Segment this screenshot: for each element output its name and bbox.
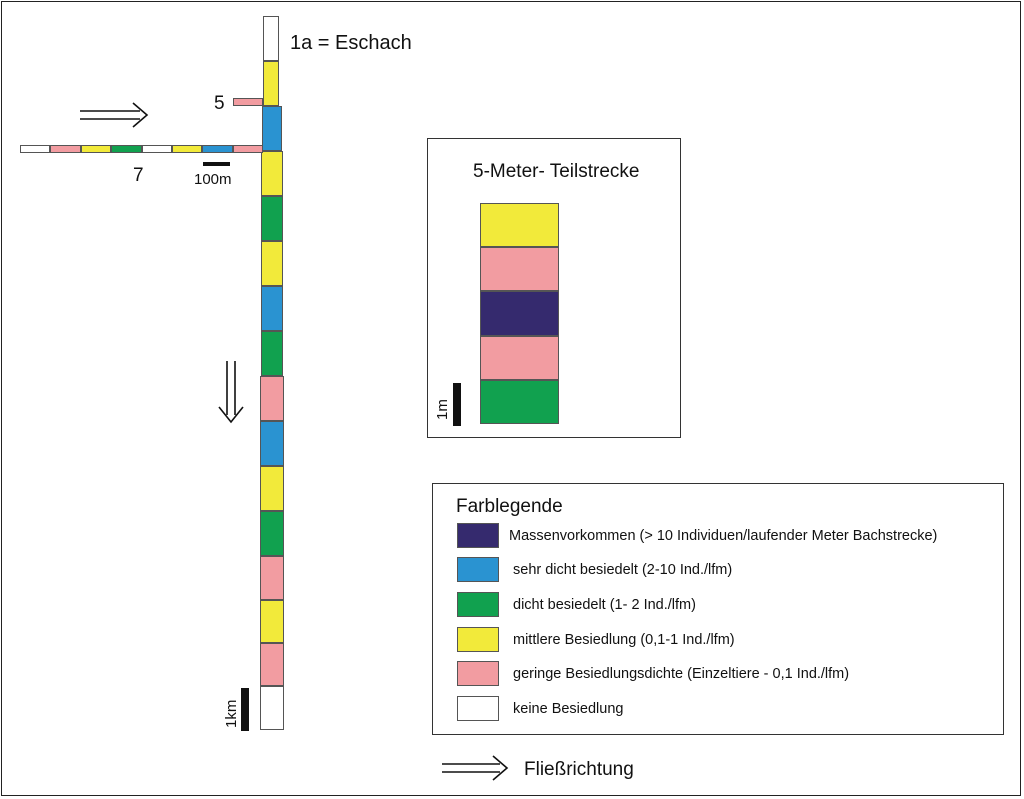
legend-swatch [457,557,499,582]
tributary-7-segment [111,145,142,153]
tributary-7-segment [20,145,51,153]
tributary-7-label: 7 [133,165,144,186]
main-stream-segment [260,466,284,511]
main-stream-segment [260,511,284,556]
tributary-5-label: 5 [214,93,225,114]
legend-swatch [457,592,499,617]
scale-bar-100m [203,162,230,166]
main-stream-segment [263,16,279,61]
legend-arrow-right-icon [442,755,509,781]
main-stream-segment [260,556,284,600]
legend-label: sehr dicht besiedelt (2-10 Ind./lfm) [513,562,733,578]
scale-bar-1m [453,383,461,426]
detail-segment [480,379,559,424]
arrow-right-icon [80,102,149,128]
main-stream-segment [262,106,282,151]
scale-label-1m: 1m [434,399,451,420]
tributary-7-segment [172,145,203,153]
flow-direction-label: Fließrichtung [524,759,634,780]
main-stream-segment [260,686,284,730]
main-stream-segment [260,643,284,686]
main-stream-label: 1a = Eschach [290,32,412,54]
main-stream-segment [260,600,284,643]
legend-label: keine Besiedlung [513,701,624,717]
tributary-5-segment [233,98,263,106]
main-stream-segment [263,61,279,106]
main-stream-segment [261,196,283,241]
arrow-down-icon [218,361,244,424]
detail-segment [480,291,559,336]
tributary-7-segment [80,145,112,153]
legend-label: dicht besiedelt (1- 2 Ind./lfm) [513,597,696,613]
detail-title: 5-Meter- Teilstrecke [473,161,640,182]
legend-swatch [457,661,499,686]
legend-label: Massenvorkommen (> 10 Individuen/laufend… [509,528,938,544]
main-stream-segment [260,421,284,466]
legend-swatch [457,627,499,652]
detail-segment [480,335,559,380]
main-stream-segment [261,241,283,286]
main-stream-segment [260,376,284,421]
main-stream-segment [261,151,283,196]
main-stream-segment [261,286,283,331]
legend-swatch [457,696,499,721]
legend-title: Farblegende [456,496,563,517]
scale-bar-1km [241,688,249,731]
legend-label: mittlere Besiedlung (0,1-1 Ind./lfm) [513,632,735,648]
detail-segment [480,203,559,248]
legend-label: geringe Besiedlungsdichte (Einzeltiere -… [513,666,850,682]
tributary-7-segment [50,145,81,153]
main-stream-segment [261,331,283,376]
legend-box: Farblegende [432,483,1004,735]
tributary-7-segment [141,145,172,153]
legend-swatch [457,523,499,548]
detail-segment [480,247,559,292]
scale-label-100m: 100m [194,171,232,188]
tributary-7-segment [232,145,264,153]
tributary-7-segment [202,145,233,153]
